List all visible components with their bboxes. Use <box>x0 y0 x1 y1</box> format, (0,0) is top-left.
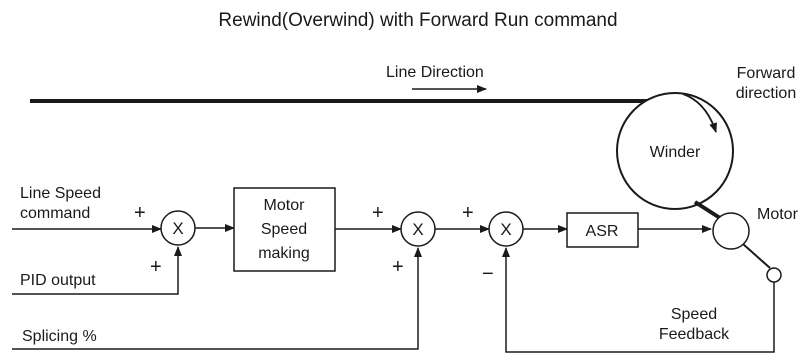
line-speed-label-1: Line Speed <box>20 185 101 202</box>
forward-rotation-arrow <box>682 93 717 133</box>
winder-roll <box>616 92 734 210</box>
sign-plus-m1-in2: + <box>150 256 162 278</box>
speed-feedback-label-1: Speed <box>671 306 717 323</box>
multiplier-1-symbol: X <box>172 219 183 238</box>
pid-output-signal <box>12 246 182 295</box>
line-direction-label: Line Direction <box>386 64 484 81</box>
encoder <box>766 267 782 283</box>
motor <box>712 212 750 250</box>
sign-plus-m1-in1: + <box>134 202 146 224</box>
sign-minus-m3-in2: − <box>482 263 494 285</box>
speed-feedback-label-2: Feedback <box>659 326 730 343</box>
motor-speed-making-label-2: Speed <box>261 221 307 238</box>
sign-plus-m2-in2: + <box>392 256 404 278</box>
sign-plus-m3-in1: + <box>462 202 474 224</box>
forward-direction-label-1: Forward <box>737 65 796 82</box>
multiplier-3-symbol: X <box>500 220 511 239</box>
motor-speed-making-block <box>233 187 336 272</box>
sign-plus-m2-in1: + <box>372 202 384 224</box>
forward-direction-label-2: direction <box>736 85 796 102</box>
winder-label: Winder <box>650 144 701 161</box>
encoder-shaft <box>742 243 771 269</box>
winder-shaft <box>693 200 722 220</box>
line-speed-label-2: command <box>20 205 90 222</box>
motor-label: Motor <box>757 206 799 223</box>
motor-speed-making-label-1: Motor <box>264 197 306 214</box>
speed-feedback-signal <box>502 247 775 353</box>
splicing-label: Splicing % <box>22 328 97 345</box>
motor-speed-making-label-3: making <box>258 245 310 262</box>
asr-label: ASR <box>586 223 619 240</box>
pid-output-label: PID output <box>20 272 96 289</box>
asr-block <box>566 212 639 248</box>
splicing-signal <box>12 247 422 350</box>
multiplier-2-symbol: X <box>412 220 423 239</box>
diagram-title: Rewind(Overwind) with Forward Run comman… <box>218 10 617 31</box>
